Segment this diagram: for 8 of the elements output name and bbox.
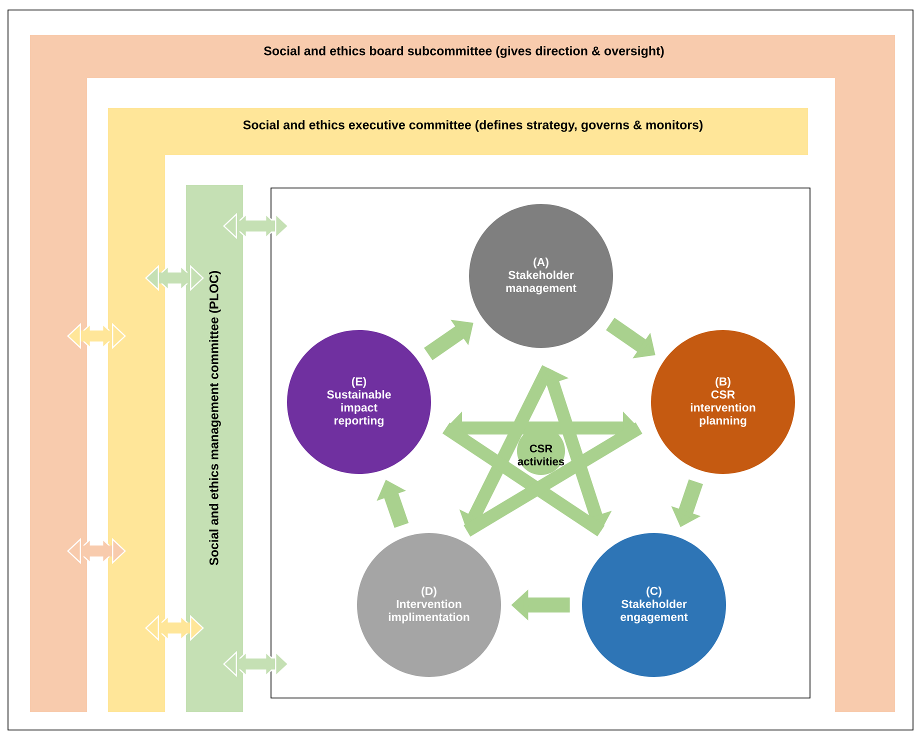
star-arrows-drawing: CSR activities xyxy=(442,365,642,537)
double-arrow xyxy=(223,212,289,240)
double-arrow xyxy=(67,322,126,350)
double-arrow xyxy=(145,614,204,642)
double-arrow xyxy=(223,650,289,678)
double-arrow xyxy=(145,264,204,292)
double-arrow xyxy=(67,538,126,564)
committee-band: Social and ethics management committee (PLOC) xyxy=(186,185,243,712)
